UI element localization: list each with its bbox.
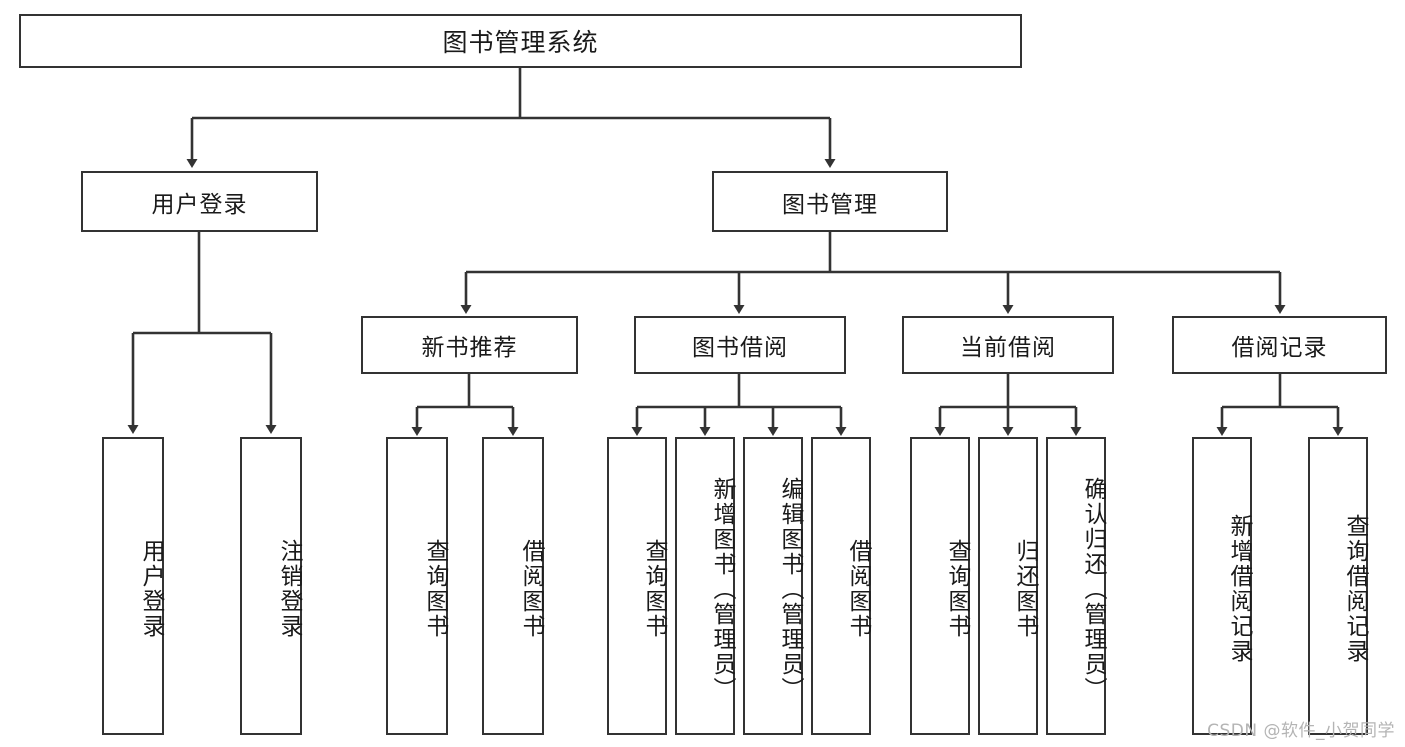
leaf-query-borrow-record[interactable]: 查询借阅记录 — [1308, 437, 1368, 735]
node-book-borrow[interactable]: 图书借阅 — [634, 316, 846, 374]
leaf-query-book-borrow[interactable]: 查询图书 — [607, 437, 667, 735]
node-book-management[interactable]: 图书管理 — [712, 171, 948, 232]
leaf-borrow-book-recommend[interactable]: 借阅图书 — [482, 437, 544, 735]
node-user-login[interactable]: 用户登录 — [81, 171, 318, 232]
node-current-borrow[interactable]: 当前借阅 — [902, 316, 1114, 374]
leaf-label: 确认归还（管理员） — [1080, 476, 1106, 702]
leaf-add-book-admin[interactable]: 新增图书（管理员） — [675, 437, 735, 735]
leaf-query-book-current[interactable]: 查询图书 — [910, 437, 970, 735]
leaf-label: 查询图书 — [944, 539, 970, 639]
leaf-label: 查询图书 — [422, 539, 448, 639]
leaf-label: 查询图书 — [641, 539, 667, 639]
leaf-label: 借阅图书 — [845, 539, 871, 639]
leaf-label: 注销登录 — [276, 539, 302, 639]
leaf-add-borrow-record[interactable]: 新增借阅记录 — [1192, 437, 1252, 735]
leaf-user-logout[interactable]: 注销登录 — [240, 437, 302, 735]
leaf-label: 借阅图书 — [518, 539, 544, 639]
leaf-confirm-return-admin[interactable]: 确认归还（管理员） — [1046, 437, 1106, 735]
leaf-label: 查询借阅记录 — [1342, 514, 1368, 664]
leaf-edit-book-admin[interactable]: 编辑图书（管理员） — [743, 437, 803, 735]
leaf-query-book-recommend[interactable]: 查询图书 — [386, 437, 448, 735]
leaf-borrow-book[interactable]: 借阅图书 — [811, 437, 871, 735]
leaf-return-book[interactable]: 归还图书 — [978, 437, 1038, 735]
leaf-label: 编辑图书（管理员） — [777, 476, 803, 702]
leaf-label: 新增图书（管理员） — [709, 476, 735, 702]
leaf-label: 新增借阅记录 — [1226, 514, 1252, 664]
csdn-watermark: CSDN @软件_小贺同学 — [1207, 721, 1395, 741]
node-root-system[interactable]: 图书管理系统 — [19, 14, 1022, 68]
leaf-user-login[interactable]: 用户登录 — [102, 437, 164, 735]
leaf-label: 用户登录 — [138, 539, 164, 639]
node-new-book-recommend[interactable]: 新书推荐 — [361, 316, 578, 374]
node-borrow-record[interactable]: 借阅记录 — [1172, 316, 1387, 374]
leaf-label: 归还图书 — [1012, 539, 1038, 639]
